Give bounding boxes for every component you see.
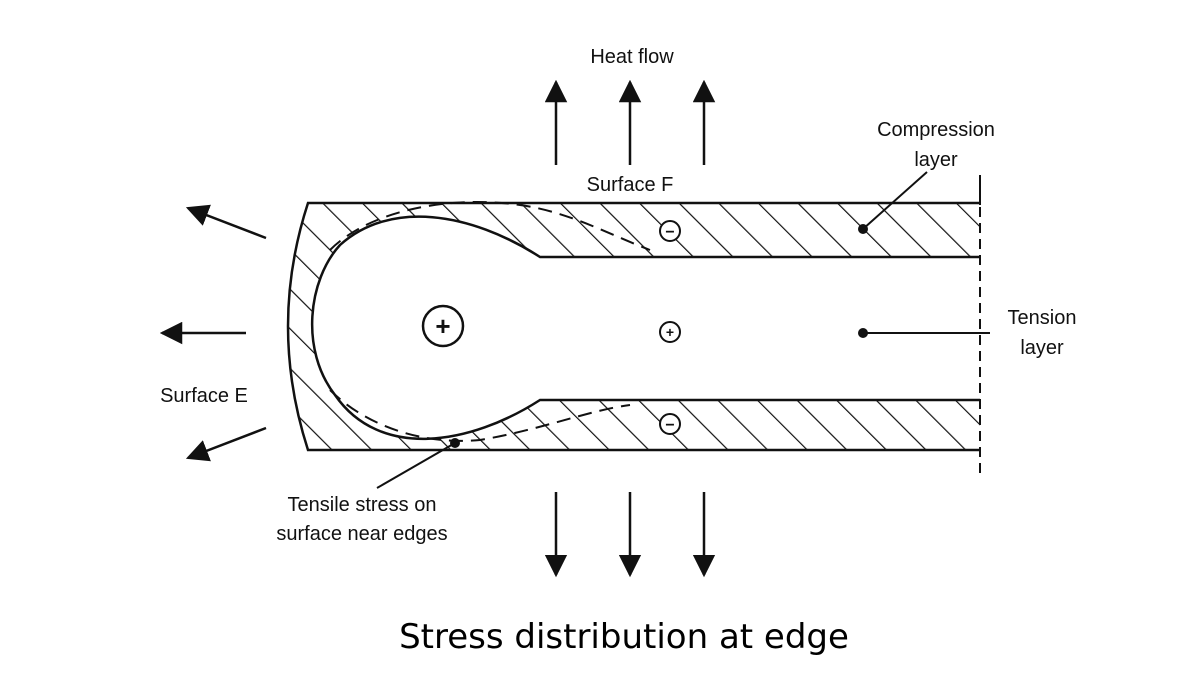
surface-f-label: Surface F — [587, 174, 674, 196]
tension-label-line1: Tension — [1008, 307, 1077, 329]
stress-curve-top-dashed — [329, 201, 651, 251]
heat-arrow-edge-upper — [185, 204, 267, 240]
tension-label-line2: layer — [1020, 337, 1064, 359]
svg-text:+: + — [666, 324, 674, 340]
tension-region-outline — [310, 215, 980, 440]
compression-leader — [858, 171, 928, 234]
tensile-label-line2: surface near edges — [276, 523, 447, 545]
compression-layer-region — [288, 203, 980, 450]
svg-text:+: + — [435, 311, 450, 341]
tensile-label-line1: Tensile stress on — [288, 494, 437, 516]
svg-text:−: − — [665, 417, 674, 434]
minus-sign-top: − — [659, 220, 681, 242]
tensile-leader — [376, 438, 460, 489]
heat-arrow-edge-lower — [185, 426, 267, 462]
heat-flow-label: Heat flow — [590, 46, 674, 68]
plus-sign-small: + — [659, 321, 681, 343]
stress-curve-bottom-dashed — [329, 389, 631, 442]
tension-leader — [858, 328, 990, 338]
minus-sign-bottom: − — [659, 413, 681, 435]
compression-label-line1: Compression — [877, 119, 995, 141]
surface-e-label: Surface E — [160, 385, 248, 407]
diagram-caption: Stress distribution at edge — [399, 617, 849, 657]
svg-text:−: − — [665, 224, 674, 241]
compression-label-line2: layer — [914, 149, 958, 171]
plus-sign-large: + — [421, 304, 465, 348]
plate-outline — [286, 201, 980, 452]
